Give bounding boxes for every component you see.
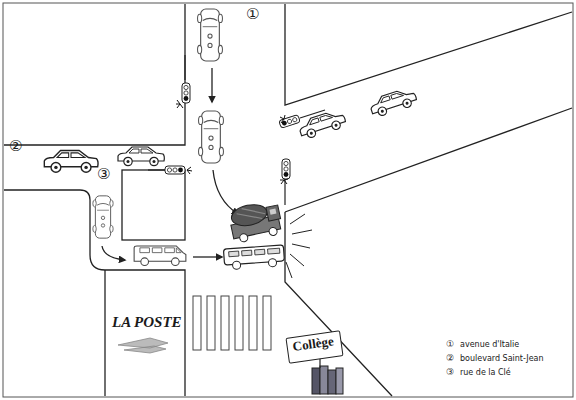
callout-number: ① [246, 6, 259, 23]
sign-text: Collège [292, 334, 337, 354]
building-name: LA POSTE [112, 314, 182, 331]
callout-number: ② [9, 138, 22, 155]
legend-number: ① [446, 340, 454, 350]
street-name: boulevard Saint-Jean [460, 355, 544, 364]
legend-number: ③ [446, 368, 454, 378]
legend-number: ② [446, 354, 454, 364]
street-name: avenue d'Italie [460, 341, 519, 350]
street-name: rue de la Clé [460, 369, 511, 378]
school-sign: Collège [285, 330, 343, 363]
callout-number: ③ [97, 166, 110, 183]
